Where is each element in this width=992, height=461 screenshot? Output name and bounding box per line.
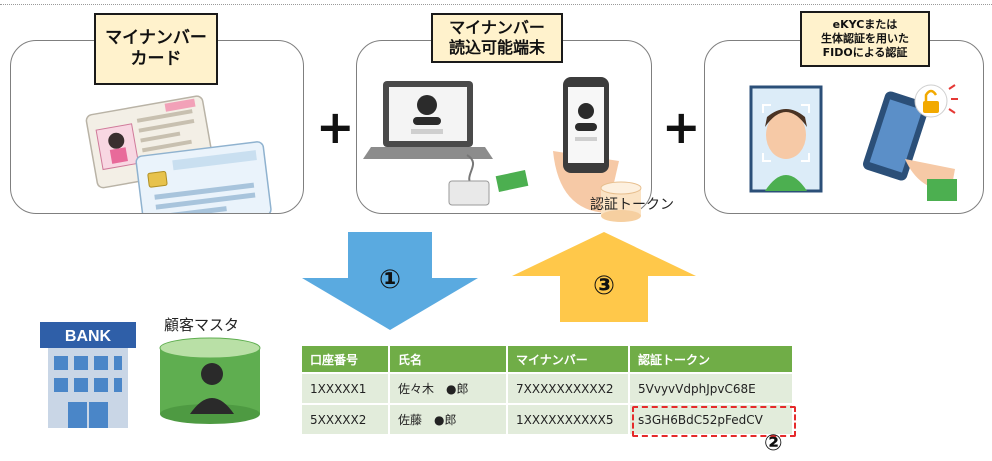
bank-sign-text: BANK xyxy=(65,328,112,345)
mynumber-card-label-line1: マイナンバー xyxy=(105,27,207,48)
bank-building-icon: BANK xyxy=(40,322,136,428)
mynumber-card-label-line2: カード xyxy=(130,49,182,69)
laptop-and-smartphone-illustration xyxy=(363,77,619,213)
auth-method-label: eKYCまたは 生体認証を用いた FIDOによる認証 xyxy=(800,11,930,67)
header-mynumber: マイナンバー xyxy=(507,346,630,373)
auth-method-label-line1: eKYCまたは xyxy=(832,18,898,32)
header-auth-token: 認証トークン xyxy=(629,346,794,373)
highlighted-token-text: s3GH6BdC52pFedCV xyxy=(638,412,763,427)
down-arrow-shape xyxy=(302,232,478,330)
step2-number: ② xyxy=(764,431,783,456)
mynumber-card-illustration xyxy=(85,95,272,213)
cell-mynumber: 7XXXXXXXXXX2 xyxy=(507,372,630,404)
auth-method-panel xyxy=(704,40,984,214)
table-header-row: 口座番号 氏名 マイナンバー 認証トークン xyxy=(302,346,794,373)
customer-master-table: 口座番号 氏名 マイナンバー 認証トークン 1XXXXX1 佐々木 ●郎 7XX… xyxy=(302,346,796,437)
step3-number: ③ xyxy=(592,271,615,301)
plus-sign-2: + xyxy=(662,100,701,154)
customer-master-label: 顧客マスタ xyxy=(164,316,240,334)
cell-name: 佐々木 ●郎 xyxy=(389,372,508,404)
plus-sign-1: + xyxy=(316,100,355,154)
step1-number: ① xyxy=(378,265,401,295)
cell-auth-token: 5VvyvVdphJpvC68E xyxy=(629,372,794,404)
auth-method-label-line3: FIDOによる認証 xyxy=(822,45,908,59)
reader-device-label: マイナンバー 読込可能端末 xyxy=(431,13,563,63)
biometric-auth-illustration xyxy=(749,84,958,201)
customer-master-database-icon xyxy=(159,337,261,424)
cell-auth-token-highlighted: s3GH6BdC52pFedCV xyxy=(629,403,796,437)
table-row: 5XXXXX2 佐藤 ●郎 1XXXXXXXXXX5 s3GH6BdC52pFe… xyxy=(302,403,796,437)
cell-name: 佐藤 ●郎 xyxy=(389,403,508,434)
token-label: 認証トークン xyxy=(590,197,674,213)
auth-method-label-line2: 生体認証を用いた xyxy=(821,32,909,46)
reader-device-label-line1: マイナンバー xyxy=(449,18,545,37)
top-dotted-divider xyxy=(0,4,992,5)
up-arrow-shape xyxy=(512,232,696,322)
up-arrow-step3 xyxy=(512,232,696,322)
cell-account-number: 5XXXXX2 xyxy=(302,403,390,434)
header-name: 氏名 xyxy=(389,346,508,373)
down-arrow-step1 xyxy=(302,232,478,330)
token-database-icon xyxy=(600,181,642,222)
cell-account-number: 1XXXXX1 xyxy=(302,372,390,404)
mynumber-card-label: マイナンバー カード xyxy=(94,13,218,85)
reader-device-label-line2: 読込可能端末 xyxy=(448,38,545,57)
cell-mynumber: 1XXXXXXXXXX5 xyxy=(507,403,630,434)
header-account-number: 口座番号 xyxy=(302,346,390,373)
table-row: 1XXXXX1 佐々木 ●郎 7XXXXXXXXXX2 5VvyvVdphJpv… xyxy=(302,372,794,404)
